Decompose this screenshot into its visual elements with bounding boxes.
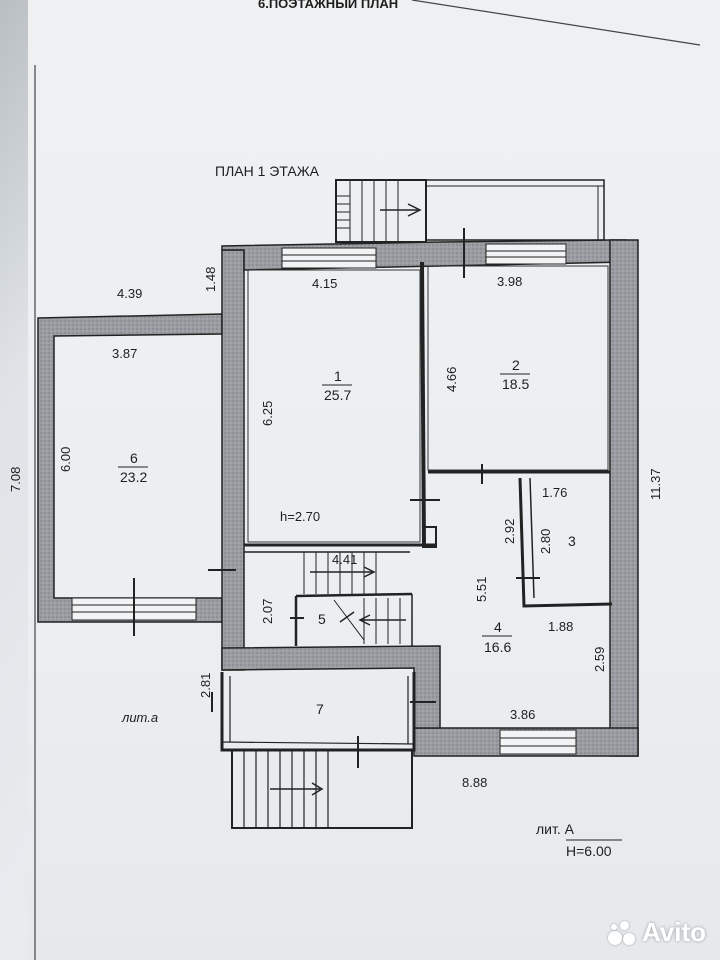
dim-4-39: 4.39 xyxy=(117,286,142,301)
inner-staircase xyxy=(303,552,406,644)
dimension-labels: 4.39 1.48 4.15 3.98 3.87 4.66 6.25 7.08 … xyxy=(8,267,663,790)
dim-6-25: 6.25 xyxy=(260,401,275,426)
lit-a-small-label: лит.а xyxy=(121,710,158,725)
dim-2-07: 2.07 xyxy=(260,599,275,624)
avito-watermark: Avito xyxy=(607,917,706,948)
dim-1-88: 1.88 xyxy=(548,619,573,634)
room-5-number: 5 xyxy=(318,611,326,627)
dim-3-87: 3.87 xyxy=(112,346,137,361)
dim-5-51: 5.51 xyxy=(474,577,489,602)
sheet-top-border xyxy=(411,0,701,46)
dim-4-41: 4.41 xyxy=(332,552,357,567)
dim-7-08: 7.08 xyxy=(8,467,23,492)
room-3-number: 3 xyxy=(568,533,576,549)
room-6-area: 23.2 xyxy=(120,469,147,485)
dim-2-92: 2.92 xyxy=(502,519,517,544)
top-staircase xyxy=(335,179,605,243)
dim-3-98: 3.98 xyxy=(497,274,522,289)
dim-3-86: 3.86 xyxy=(510,707,535,722)
room-1-number: 1 xyxy=(334,368,342,384)
lit-a-label: лит. А xyxy=(536,821,575,837)
dim-6-00: 6.00 xyxy=(58,447,73,472)
dim-2-81: 2.81 xyxy=(198,673,213,698)
floor-plan-title: ПЛАН 1 ЭТАЖА xyxy=(215,163,320,179)
room-7-number: 7 xyxy=(316,701,324,717)
paper-sheet xyxy=(28,0,720,960)
dim-4-66: 4.66 xyxy=(444,367,459,392)
inner-room-lines xyxy=(247,265,609,543)
dim-8-88: 8.88 xyxy=(462,775,487,790)
room-2-number: 2 xyxy=(512,357,520,373)
dim-2-59: 2.59 xyxy=(592,647,607,672)
sheet-header-title: 6.ПОЭТАЖНЫЙ ПЛАН xyxy=(258,0,398,11)
room-labels: 1 25.7 2 18.5 3 4 16.6 5 6 23.2 7 xyxy=(118,357,576,717)
room-6-number: 6 xyxy=(130,450,138,466)
height-label: H=6.00 xyxy=(566,843,612,859)
room-4-area: 16.6 xyxy=(484,639,511,655)
avito-logo-icon xyxy=(607,919,636,947)
avito-watermark-text: Avito xyxy=(641,917,706,947)
dim-1-76: 1.76 xyxy=(542,485,567,500)
dim-4-15: 4.15 xyxy=(312,276,337,291)
windows xyxy=(71,243,577,755)
room-1-area: 25.7 xyxy=(324,387,351,403)
dim-11-37: 11.37 xyxy=(648,468,663,500)
room-4-number: 4 xyxy=(494,619,502,635)
bottom-staircase xyxy=(231,749,413,829)
room-2-area: 18.5 xyxy=(502,376,529,392)
dim-2-80: 2.80 xyxy=(538,529,553,554)
dim-1-48: 1.48 xyxy=(203,267,218,292)
door-marks xyxy=(133,228,540,768)
ceiling-height-label: h=2.70 xyxy=(280,509,320,524)
